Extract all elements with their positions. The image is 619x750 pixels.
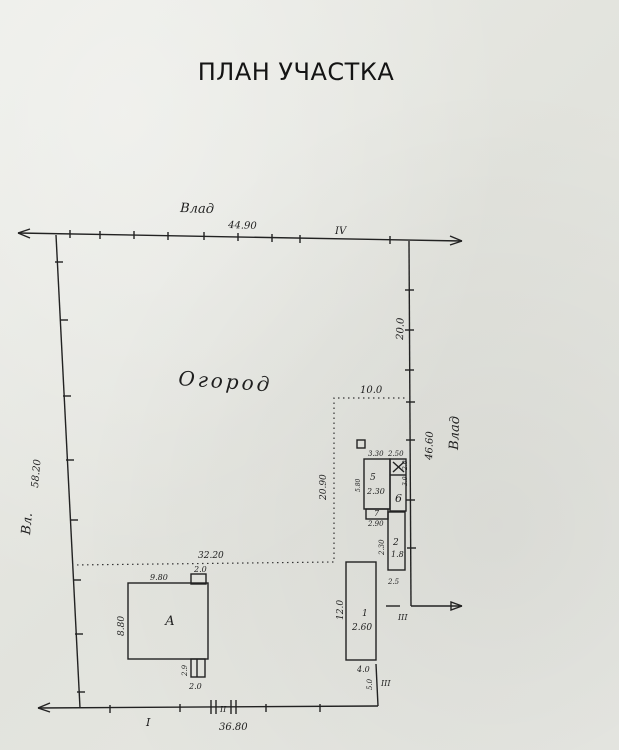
- point-ii: II: [219, 705, 227, 714]
- small-dimension-d: 3.0: [402, 476, 409, 486]
- building-5-outline: [363, 458, 391, 510]
- building-2-size: 1.8: [391, 550, 404, 559]
- top-left-arrow-lower: [17, 232, 31, 239]
- building-5-left-dimension: 5.80: [355, 478, 362, 492]
- bottom-left-arrow-lower: [37, 707, 51, 713]
- building-6-cross-b: [392, 461, 405, 473]
- house-side-dimension: 9.80: [150, 573, 168, 582]
- building-6-outline: [389, 458, 407, 512]
- building-1-gap-dimension: 5.0: [366, 678, 374, 690]
- top-left-arrow: [17, 228, 31, 234]
- building-2-side: 2.30: [378, 539, 386, 556]
- point-iv: IV: [334, 226, 348, 237]
- right-upper-dimension: 20.0: [395, 317, 407, 341]
- left-dimension: 58.20: [30, 458, 44, 488]
- house-depth-dimension: 8.80: [117, 616, 127, 636]
- garden-height-dimension: 20.90: [319, 474, 329, 501]
- point-i: I: [145, 716, 151, 729]
- left-boundary-line: [55, 234, 81, 709]
- house-gap-dimension: 2.0: [193, 565, 207, 574]
- top-right-arrow: [449, 235, 463, 242]
- right-arrow-head: [450, 601, 463, 611]
- bottom-gate-marks: [210, 700, 237, 714]
- small-dimension-b: 2.50: [387, 450, 404, 458]
- bottom-boundary-line: [37, 705, 379, 709]
- building-7-label: 7: [374, 509, 380, 518]
- neighbor-top-label: Влад: [179, 201, 214, 217]
- building-1-outline: [345, 561, 377, 661]
- right-boundary-line: [408, 240, 412, 607]
- porch-width-dimension: 2.0: [188, 682, 202, 691]
- garden-boundary-dotted: [71, 397, 408, 566]
- boundary-ticks: [55, 230, 416, 713]
- building-5-label: 5: [370, 473, 376, 483]
- building-2-outline: [387, 511, 406, 571]
- right-lower-dimension: 46.60: [424, 430, 436, 461]
- bottom-left-arrow: [37, 702, 51, 709]
- house-a-label: А: [164, 614, 175, 629]
- house-a-extension: [190, 573, 207, 585]
- small-dimension-c: 2.0: [402, 460, 409, 471]
- page-title: ПЛАН УЧАСТКА: [197, 58, 395, 86]
- building-5-area: 2.30: [366, 487, 385, 496]
- building-7-size: 2.90: [367, 520, 384, 528]
- house-a-outline: [127, 582, 209, 660]
- house-a-porch: [190, 658, 206, 678]
- top-right-arrow-lower: [449, 240, 463, 246]
- building-2-bottom: 2.5: [387, 578, 400, 586]
- top-boundary-line: [17, 232, 463, 242]
- garden-label: Огород: [178, 366, 274, 397]
- bottom-dimension: 36.80: [219, 722, 248, 733]
- porch-depth-dimension: 2.9: [181, 664, 189, 677]
- building-2-label: 2: [392, 538, 399, 548]
- building-1-size: 12.0: [336, 600, 346, 620]
- neighbor-left-label: Вл.: [19, 512, 36, 536]
- garden-width-dimension: 10.0: [360, 385, 383, 396]
- point-iii: III: [397, 613, 408, 622]
- point-iii-lower: III: [380, 679, 391, 688]
- building-6-label: 6: [395, 492, 402, 505]
- neighbor-right-label: Влад: [447, 416, 463, 451]
- building-1-bottom-dimension: 4.0: [356, 665, 370, 674]
- garden-bottom-dimension: 32.20: [198, 551, 224, 561]
- bottom-right-connector: [375, 663, 379, 707]
- building-1-area: 2.60: [351, 623, 372, 633]
- top-dimension: 44.90: [227, 220, 258, 232]
- marker-square: [356, 439, 366, 449]
- small-dimension-a: 3.30: [368, 450, 384, 458]
- building-1-label: 1: [362, 609, 368, 619]
